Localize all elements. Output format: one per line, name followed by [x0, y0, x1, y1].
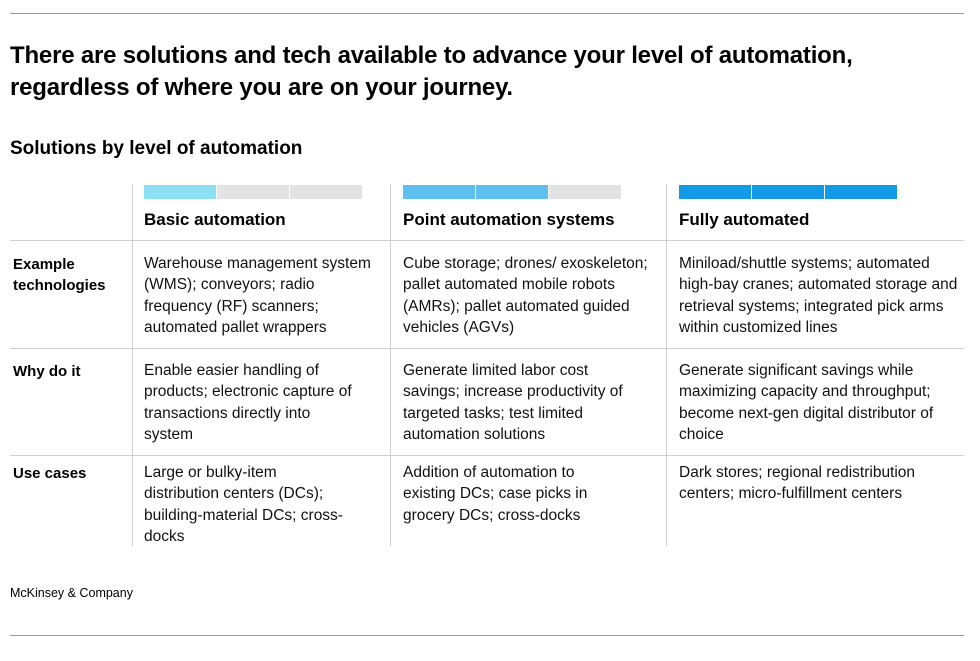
cell-technologies-basic: Warehouse management system (WMS); conve…: [144, 255, 371, 336]
cell-use-cases-basic: Large or bulky-item distribution centers…: [144, 464, 343, 545]
level-segment: [476, 185, 548, 199]
cell-why-full: Generate significant savings while maxim…: [679, 362, 934, 443]
row-header-why: Why do it: [13, 363, 81, 380]
level-segment: [144, 185, 216, 199]
cell-technologies-full: Miniload/shuttle systems; automated high…: [679, 255, 958, 336]
column-divider-1: [132, 184, 133, 546]
subtitle: Solutions by level of automation: [10, 138, 303, 159]
column-divider-2: [390, 184, 391, 546]
row-divider-3: [10, 455, 964, 456]
footer-credit: McKinsey & Company: [10, 586, 133, 600]
top-rule: [10, 13, 964, 14]
level-segment: [549, 185, 621, 199]
column-header-basic: Basic automation: [144, 210, 286, 229]
cell-use-cases-full: Dark stores; regional redistribution cen…: [679, 464, 916, 503]
level-segment: [217, 185, 289, 199]
level-segment: [752, 185, 824, 199]
column-header-full: Fully automated: [679, 210, 810, 229]
level-segment: [825, 185, 897, 199]
level-indicator-full: [679, 185, 897, 199]
column-header-point: Point automation systems: [403, 210, 615, 229]
level-segment: [679, 185, 751, 199]
level-segment: [403, 185, 475, 199]
cell-use-cases-point: Addition of automation to existing DCs; …: [403, 464, 588, 524]
row-header-use-cases: Use cases: [13, 465, 87, 482]
row-divider-1: [10, 240, 964, 241]
column-divider-3: [666, 184, 667, 546]
cell-technologies-point: Cube storage; drones/ exoskeleton; palle…: [403, 255, 648, 336]
cell-why-point: Generate limited labor cost savings; inc…: [403, 362, 623, 443]
row-divider-2: [10, 348, 964, 349]
row-header-technologies: Example technologies: [13, 256, 106, 294]
cell-why-basic: Enable easier handling of products; elec…: [144, 362, 352, 443]
bottom-rule: [10, 635, 964, 636]
level-segment: [290, 185, 362, 199]
headline: There are solutions and tech available t…: [10, 42, 853, 101]
level-indicator-basic: [144, 185, 362, 199]
level-indicator-point: [403, 185, 621, 199]
